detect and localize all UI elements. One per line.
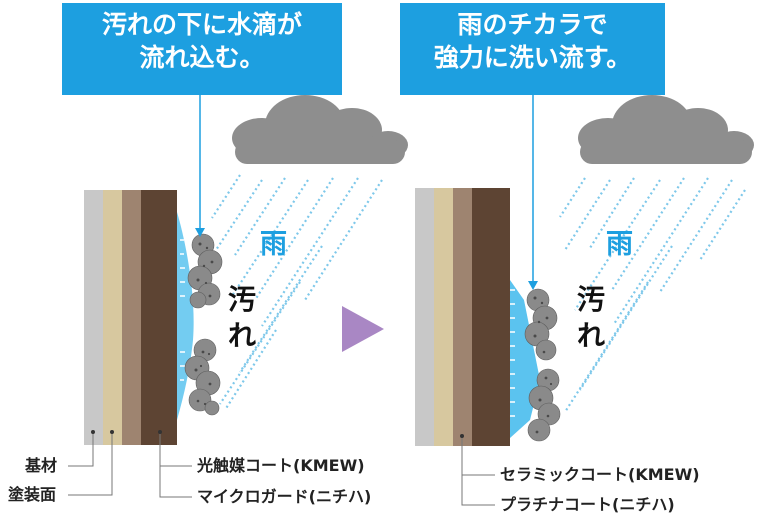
callout-pointer-arrowhead-left	[195, 228, 205, 237]
leader-dots-left	[91, 430, 162, 434]
callout-right-line2: 強力に洗い流す。	[433, 43, 632, 72]
coating-ticks-right	[510, 205, 515, 277]
next-arrow-icon	[342, 306, 384, 352]
wall-cross-section-right	[415, 188, 510, 446]
dirt-speckles-right	[533, 296, 553, 434]
label-photocatalyst-coat: 光触媒コート(KMEW)	[197, 456, 365, 475]
water-film-left	[177, 212, 194, 420]
leader-dot-right	[460, 434, 464, 438]
dirt-label-right-char2: れ	[577, 319, 606, 352]
callout-left: 汚れの下に水滴が 流れ込む。	[62, 3, 342, 95]
dirt-label-left-char1: 汚	[228, 283, 257, 316]
wall-cross-section-left	[84, 190, 177, 445]
cloud-icon-left	[232, 95, 408, 164]
callout-right-line1: 雨のチカラで	[457, 10, 608, 39]
callout-right: 雨のチカラで 強力に洗い流す。	[400, 3, 665, 95]
label-micro-guard: マイクロガード(ニチハ)	[197, 487, 372, 506]
leader-lines-right	[461, 436, 495, 506]
dirt-cluster-left-upper	[187, 233, 223, 309]
label-ceramic-coat: セラミックコート(KMEW)	[500, 465, 700, 484]
dirt-label-right: 汚 れ	[577, 282, 605, 354]
label-tosomen: 塗装面	[8, 485, 57, 504]
label-kizai: 基材	[25, 456, 58, 475]
water-ticks-right	[510, 289, 515, 417]
label-platina-coat: プラチナコート(ニチハ)	[500, 495, 675, 514]
callout-left-line1: 汚れの下に水滴が	[101, 10, 302, 39]
leader-lines-left	[68, 432, 192, 498]
rain-streaks-left	[211, 174, 383, 411]
rain-label-right: 雨	[606, 229, 633, 260]
water-ticks-left	[180, 239, 185, 381]
dirt-cluster-right-upper	[524, 288, 558, 361]
dirt-label-left: 汚 れ	[228, 282, 256, 354]
dirt-cluster-right-lower	[527, 368, 561, 442]
callout-pointer-arrowhead-right	[528, 281, 538, 290]
cloud-icon-right	[578, 95, 754, 164]
rain-streaks-right	[559, 177, 746, 413]
dirt-label-left-char2: れ	[228, 319, 257, 352]
callout-left-line2: 流れ込む。	[139, 43, 265, 72]
dirt-speckles-left	[194, 242, 214, 406]
rain-label-left: 雨	[260, 229, 287, 260]
dirt-cluster-left-lower	[184, 338, 221, 416]
dirt-label-right-char1: 汚	[577, 283, 606, 316]
